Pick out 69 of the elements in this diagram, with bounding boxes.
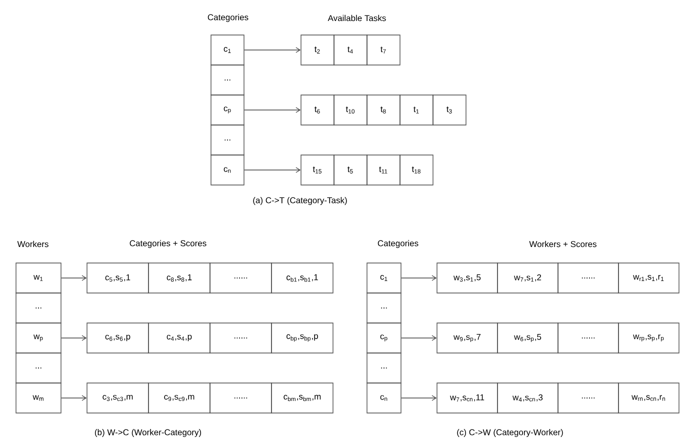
table-cell: ... [16, 352, 62, 384]
table-cell: w$_{1}$ [16, 262, 62, 294]
column-header: Categories + Scores [130, 240, 206, 248]
table-cell: c$_{n}$ [366, 382, 402, 414]
table-cell: w$_{9}$,s$_{p}$,7 [436, 322, 498, 354]
caption: (c) C->W (Category-Worker) [457, 429, 563, 437]
arrow [244, 167, 301, 173]
table-cell: ...... [210, 262, 272, 294]
table-cell: w$_{r1}$,s$_{1}$,r$_{1}$ [618, 262, 680, 294]
table-cell: c$_{b1}$,s$_{b1}$,1 [271, 262, 334, 294]
table-cell: t$_{3}$ [432, 94, 466, 126]
table-cell: ... [210, 64, 244, 96]
table-cell: ...... [558, 322, 619, 354]
table-cell: c$_{p}$ [366, 322, 402, 354]
table-cell: c$_{8}$,s$_{8}$,1 [148, 262, 210, 294]
arrow [401, 395, 437, 401]
table-cell: t$_{7}$ [366, 34, 400, 66]
table-cell: c$_{bp}$,s$_{bp}$,p [271, 322, 334, 354]
table-cell: w$_{p}$ [16, 322, 62, 354]
table-cell: c$_{3}$,s$_{c3}$,m [86, 382, 149, 414]
table-cell: c$_{5}$,s$_{5}$,1 [86, 262, 149, 294]
table-cell: c$_{4}$,s$_{4}$,p [148, 322, 210, 354]
arrow [244, 107, 301, 113]
table-cell: w$_{4}$,s$_{cn}$,3 [497, 382, 558, 414]
table-cell: ...... [210, 322, 272, 354]
column-header: Categories [378, 240, 418, 248]
table-cell: t$_{4}$ [334, 34, 368, 66]
table-cell: w$_{6}$,s$_{p}$,5 [497, 322, 558, 354]
table-cell: ... [366, 292, 402, 324]
table-cell: t$_{15}$ [300, 154, 334, 186]
table-cell: w$_{3}$,s$_{1}$,5 [436, 262, 498, 294]
table-cell: w$_{7}$,s$_{1}$,2 [497, 262, 558, 294]
table-cell: ... [16, 292, 62, 324]
arrow [61, 275, 87, 281]
column-header: Workers + Scores [529, 240, 596, 248]
table-cell: c$_{6}$,s$_{6}$,p [86, 322, 149, 354]
table-cell: t$_{18}$ [400, 154, 434, 186]
arrow [401, 335, 437, 341]
table-cell: w$_{rp}$,s$_{p}$,r$_{p}$ [618, 322, 680, 354]
table-cell: t$_{10}$ [334, 94, 368, 126]
table-cell: t$_{1}$ [400, 94, 434, 126]
table-cell: t$_{11}$ [366, 154, 400, 186]
table-cell: c$_{9}$,s$_{c9}$,m [148, 382, 210, 414]
table-cell: w$_{m}$ [16, 382, 62, 414]
table-cell: t$_{8}$ [366, 94, 400, 126]
table-cell: ...... [558, 382, 619, 414]
arrow [61, 335, 87, 341]
table-cell: c$_{n}$ [210, 154, 244, 186]
arrow [61, 395, 87, 401]
column-header: Workers [17, 240, 48, 248]
table-cell: c$_{1}$ [366, 262, 402, 294]
caption: (a) C->T (Category-Task) [253, 197, 347, 205]
table-cell: w$_{rn}$,s$_{cn}$,r$_{n}$ [618, 382, 680, 414]
caption: (b) W->C (Worker-Category) [94, 429, 202, 437]
arrow [244, 47, 301, 53]
table-cell: c$_{bm}$,s$_{bm}$,m [271, 382, 334, 414]
table-cell: t$_{5}$ [334, 154, 368, 186]
table-cell: w$_{7}$,s$_{cn}$,11 [436, 382, 498, 414]
arrow [401, 275, 437, 281]
column-header: Available Tasks [328, 14, 386, 22]
table-cell: ...... [558, 262, 619, 294]
table-cell: c$_{1}$ [210, 34, 244, 66]
table-cell: c$_{p}$ [210, 94, 244, 126]
table-cell: ... [210, 124, 244, 156]
table-cell: ...... [210, 382, 272, 414]
table-cell: t$_{2}$ [300, 34, 334, 66]
table-cell: ... [366, 352, 402, 384]
table-cell: t$_{6}$ [300, 94, 334, 126]
column-header: Categories [208, 14, 248, 22]
